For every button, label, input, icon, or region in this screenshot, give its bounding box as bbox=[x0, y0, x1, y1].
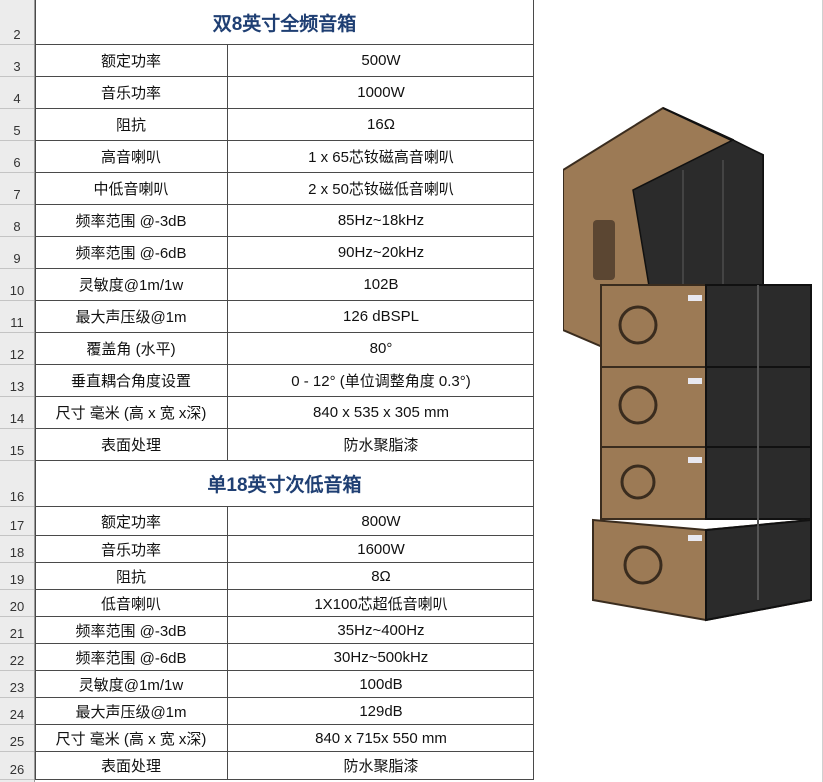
spec-value: 1X100芯超低音喇叭 bbox=[228, 590, 534, 617]
spec-value: 1000W bbox=[228, 77, 534, 109]
spec-label: 高音喇叭 bbox=[35, 141, 228, 173]
spec-value: 90Hz~20kHz bbox=[228, 237, 534, 269]
spec-value: 16Ω bbox=[228, 109, 534, 141]
spec-label: 频率范围 @-3dB bbox=[35, 205, 228, 237]
row-number: 18 bbox=[0, 536, 34, 563]
spec-label: 频率范围 @-6dB bbox=[35, 237, 228, 269]
row-number: 21 bbox=[0, 617, 34, 644]
spec-value: 1 x 65芯钕磁高音喇叭 bbox=[228, 141, 534, 173]
row-number: 12 bbox=[0, 333, 34, 365]
table-border bbox=[35, 0, 534, 780]
row-number: 20 bbox=[0, 590, 34, 617]
spec-label: 灵敏度@1m/1w bbox=[35, 269, 228, 301]
row-number: 6 bbox=[0, 141, 34, 173]
spec-label: 阻抗 bbox=[35, 563, 228, 590]
spec-label: 频率范围 @-6dB bbox=[35, 644, 228, 671]
row-number: 25 bbox=[0, 725, 34, 752]
spec-label: 灵敏度@1m/1w bbox=[35, 671, 228, 698]
image-area bbox=[535, 0, 823, 782]
spec-value: 100dB bbox=[228, 671, 534, 698]
spec-value: 0 - 12° (单位调整角度 0.3°) bbox=[228, 365, 534, 397]
spec-label: 覆盖角 (水平) bbox=[35, 333, 228, 365]
spec-label: 最大声压级@1m bbox=[35, 698, 228, 725]
row-number: 26 bbox=[0, 752, 34, 780]
spec-value: 8Ω bbox=[228, 563, 534, 590]
spec-value: 30Hz~500kHz bbox=[228, 644, 534, 671]
spec-value: 35Hz~400Hz bbox=[228, 617, 534, 644]
spec-label: 音乐功率 bbox=[35, 77, 228, 109]
row-number: 7 bbox=[0, 173, 34, 205]
spec-value: 防水聚脂漆 bbox=[228, 429, 534, 461]
row-number: 23 bbox=[0, 671, 34, 698]
line-array-speaker-stack-image bbox=[563, 106, 812, 622]
spec-value: 85Hz~18kHz bbox=[228, 205, 534, 237]
spec-value: 2 x 50芯钕磁低音喇叭 bbox=[228, 173, 534, 205]
section-title-subwoofer: 单18英寸次低音箱 bbox=[35, 461, 534, 507]
row-number: 13 bbox=[0, 365, 34, 397]
spec-value: 129dB bbox=[228, 698, 534, 725]
spec-value: 840 x 535 x 305 mm bbox=[228, 397, 534, 429]
spec-value: 80° bbox=[228, 333, 534, 365]
row-number: 24 bbox=[0, 698, 34, 725]
spec-label: 音乐功率 bbox=[35, 536, 228, 563]
spec-label: 阻抗 bbox=[35, 109, 228, 141]
spec-value: 126 dBSPL bbox=[228, 301, 534, 333]
row-number: 22 bbox=[0, 644, 34, 671]
row-number: 2 bbox=[0, 0, 34, 45]
spec-label: 额定功率 bbox=[35, 45, 228, 77]
row-number: 4 bbox=[0, 77, 34, 109]
row-number: 5 bbox=[0, 109, 34, 141]
lower-cabinets bbox=[592, 284, 812, 622]
spec-value: 840 x 715x 550 mm bbox=[228, 725, 534, 752]
row-number: 17 bbox=[0, 507, 34, 536]
row-number: 10 bbox=[0, 269, 34, 301]
section-title-fullrange: 双8英寸全频音箱 bbox=[35, 0, 534, 45]
spec-label: 尺寸 毫米 (高 x 宽 x深) bbox=[35, 725, 228, 752]
row-number: 8 bbox=[0, 205, 34, 237]
spec-value: 800W bbox=[228, 507, 534, 536]
spec-label: 垂直耦合角度设置 bbox=[35, 365, 228, 397]
spec-value: 1600W bbox=[228, 536, 534, 563]
spec-label: 表面处理 bbox=[35, 429, 228, 461]
spec-label: 额定功率 bbox=[35, 507, 228, 536]
row-number: 16 bbox=[0, 461, 34, 507]
row-number: 15 bbox=[0, 429, 34, 461]
row-number: 11 bbox=[0, 301, 34, 333]
spec-label: 低音喇叭 bbox=[35, 590, 228, 617]
row-number: 14 bbox=[0, 397, 34, 429]
spec-label: 最大声压级@1m bbox=[35, 301, 228, 333]
spec-label: 表面处理 bbox=[35, 752, 228, 780]
spec-label: 中低音喇叭 bbox=[35, 173, 228, 205]
spec-value: 防水聚脂漆 bbox=[228, 752, 534, 780]
spec-label: 频率范围 @-3dB bbox=[35, 617, 228, 644]
row-number: 9 bbox=[0, 237, 34, 269]
row-number: 3 bbox=[0, 45, 34, 77]
spec-value: 102B bbox=[228, 269, 534, 301]
spec-label: 尺寸 毫米 (高 x 宽 x深) bbox=[35, 397, 228, 429]
row-number: 19 bbox=[0, 563, 34, 590]
spec-value: 500W bbox=[228, 45, 534, 77]
